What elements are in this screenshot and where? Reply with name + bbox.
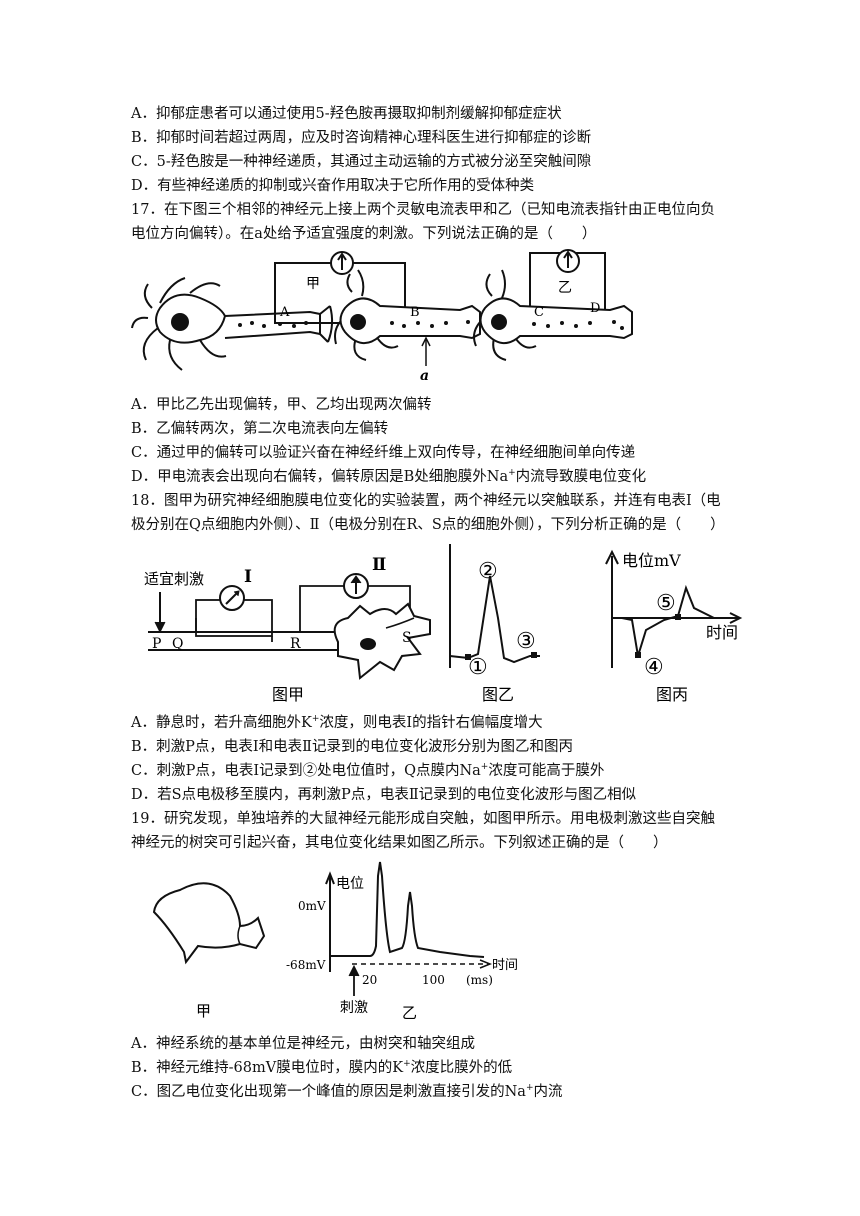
figure-jia-caption: 甲 <box>196 1002 211 1020</box>
figure-yi-caption: 乙 <box>402 1004 417 1022</box>
waveform-yi <box>449 575 540 664</box>
meter-jia-label: 甲 <box>306 276 320 292</box>
marker-2: ② <box>478 559 498 584</box>
q19-stem-line2: 神经元的树突可引起兴奋，其电位变化结果如图乙所示。下列叙述正确的是（ ） <box>131 835 668 851</box>
point-r-label: R <box>290 636 301 652</box>
neuron-3 <box>473 269 633 361</box>
autapse-neuron <box>152 882 266 965</box>
neuron-2 <box>334 269 481 361</box>
potential-axis-label: 电位mV <box>622 551 681 570</box>
q19-figure: 甲 电位 0mV -68mV 时间 20 100 (ms) 刺激 乙 <box>152 861 518 1022</box>
marker-3: ③ <box>516 629 536 654</box>
meter-ii-label: Ⅱ <box>372 555 386 575</box>
meter-i <box>219 585 245 611</box>
potential-axis-label: 电位 <box>336 876 364 892</box>
q18-stem-line2: 极分别在Q点细胞内外侧）、Ⅱ（电极分别在R、S点的细胞外侧），下列分析正确的是（… <box>131 517 725 533</box>
tick-20: 20 <box>362 973 377 987</box>
q17-option-a: A．甲比乙先出现偏转，甲、乙均出现两次偏转 <box>131 397 432 413</box>
meter-ii <box>343 573 369 599</box>
time-axis-label: 时间 <box>492 958 518 973</box>
figure-jia-caption: 图甲 <box>272 685 304 704</box>
q17-stem-line1: 17．在下图三个相邻的神经元上接上两个灵敏电流表甲和乙（已知电流表指针由正电位向… <box>131 202 715 218</box>
q17-stem-line2: 电位方向偏转）。在a处给予适宜强度的刺激。下列说法正确的是（ ） <box>131 226 597 242</box>
stimulus-label: 刺激 <box>340 999 368 1016</box>
meter-jia <box>330 251 354 275</box>
postsynaptic-neuron <box>333 602 431 680</box>
point-b-label: B <box>410 305 420 320</box>
q18-option-b: B．刺激P点，电表Ⅰ和电表Ⅱ记录到的电位变化波形分别为图乙和图丙 <box>131 739 573 755</box>
stimulus-point-label: a <box>420 368 429 384</box>
marker-5: ⑤ <box>656 591 676 616</box>
marker-1: ① <box>468 655 488 680</box>
q18-figure: 适宜刺激 Ⅰ Ⅱ P Q R <box>144 544 743 704</box>
neuron-1 <box>131 277 334 371</box>
q19-stem-line1: 19．研究发现，单独培养的大鼠神经元能形成自突触，如图甲所示。用电极刺激这些自突… <box>131 811 715 827</box>
point-q-label: Q <box>172 636 183 652</box>
q16-option-d: D．有些神经递质的抑制或兴奋作用取决于它所作用的受体种类 <box>131 178 535 194</box>
figure-bing-caption: 图丙 <box>656 685 688 704</box>
q17-option-c: C．通过甲的偏转可以验证兴奋在神经纤维上双向传导，在神经细胞间单向传递 <box>131 445 636 461</box>
resting-mv-label: -68mV <box>286 958 326 972</box>
point-p-label: P <box>152 636 161 652</box>
meter-yi-label: 乙 <box>558 280 572 296</box>
point-d-label: D <box>590 301 600 316</box>
time-unit: (ms) <box>466 973 493 987</box>
meter-i-label: Ⅰ <box>244 567 252 587</box>
time-axis-label: 时间 <box>706 623 738 642</box>
point-a-label: A <box>279 305 290 320</box>
q18-stem-line1: 18．图甲为研究神经细胞膜电位变化的实验装置，两个神经元以突触联系，并连有电表Ⅰ… <box>131 493 721 509</box>
q19-option-b: B．神经元维持-68mV膜电位时，膜内的K+浓度比膜外的低 <box>131 1059 513 1076</box>
waveform-bing <box>621 584 715 657</box>
tick-100: 100 <box>422 973 445 987</box>
figure-yi-caption: 图乙 <box>482 685 514 704</box>
meter-yi <box>556 249 580 273</box>
q19-option-a: A．神经系统的基本单位是神经元，由树突和轴突组成 <box>131 1036 475 1052</box>
q19-option-c: C．图乙电位变化出现第一个峰值的原因是刺激直接引发的Na+内流 <box>131 1083 563 1100</box>
q18-option-a: A．静息时，若升高细胞外K+浓度，则电表Ⅰ的指针右偏幅度增大 <box>131 714 543 731</box>
point-s-label: S <box>402 630 412 646</box>
q16-option-a: A．抑郁症患者可以通过使用5-羟色胺再摄取抑制剂缓解抑郁症症状 <box>131 106 562 122</box>
q18-option-c: C．刺激P点，电表Ⅰ记录到②处电位值时，Q点膜内Na+浓度可能高于膜外 <box>131 762 605 779</box>
q16-option-c: C．5-羟色胺是一种神经递质，其通过主动运输的方式被分泌至突触间隙 <box>131 154 592 170</box>
point-c-label: C <box>534 305 544 320</box>
q18-option-d: D．若S点电极移至膜内，再刺激P点，电表Ⅱ记录到的电位变化波形与图乙相似 <box>131 787 637 803</box>
q17-option-d: D．甲电流表会出现向右偏转，偏转原因是B处细胞膜外Na+内流导致膜电位变化 <box>131 468 647 485</box>
q17-neuron-figure: 甲 乙 A B C <box>131 249 633 384</box>
zero-mv-label: 0mV <box>298 899 326 913</box>
q17-option-b: B．乙偏转两次，第二次电流表向左偏转 <box>131 421 389 437</box>
marker-4: ④ <box>644 655 664 680</box>
autapse-waveform <box>330 861 485 958</box>
stimulus-label: 适宜刺激 <box>144 570 204 588</box>
q16-option-b: B．抑郁时间若超过两周，应及时咨询精神心理科医生进行抑郁症的诊断 <box>131 130 592 146</box>
